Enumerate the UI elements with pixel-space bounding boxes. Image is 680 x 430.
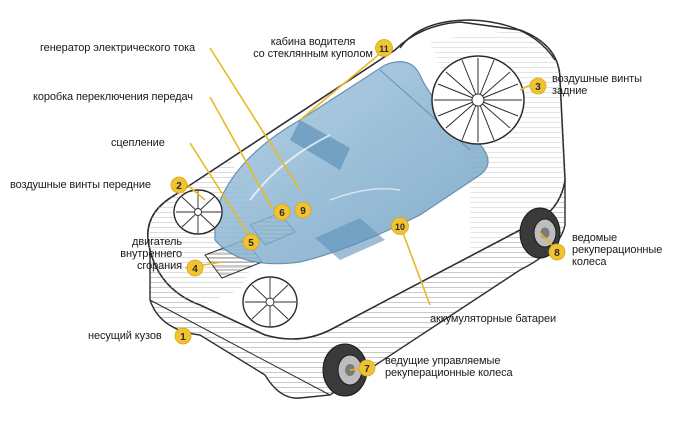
front-propeller-upper-icon — [173, 189, 223, 235]
rear-propeller-icon — [431, 55, 525, 145]
badge-6-number: 6 — [279, 208, 285, 219]
badge-9-number: 9 — [300, 206, 306, 217]
label-body: несущий кузов — [88, 330, 162, 342]
badge-5-number: 5 — [248, 238, 254, 249]
label-driving-wheels-line-1: ведущие управляемые — [385, 355, 501, 367]
badge-1: 1 — [174, 327, 192, 345]
label-engine-line-2: внутреннего — [120, 248, 182, 260]
badge-3: 3 — [529, 77, 547, 95]
badge-4: 4 — [186, 259, 204, 277]
label-cabin-line-1: кабина водителя — [270, 36, 356, 48]
badge-7: 7 — [358, 359, 376, 377]
label-engine-line-1: двигатель — [132, 236, 182, 248]
badge-2-number: 2 — [176, 181, 182, 192]
badge-10: 10 — [391, 217, 409, 235]
badge-8-number: 8 — [554, 248, 560, 259]
badge-11-number: 11 — [379, 44, 389, 54]
badge-6: 6 — [273, 203, 291, 221]
label-rear-propellers-line-1: воздушные винты — [552, 73, 642, 85]
label-driving-wheels: ведущие управляемые рекуперационные коле… — [385, 355, 513, 379]
label-cabin: кабина водителя со стеклянным куполом — [251, 36, 375, 60]
badge-9: 9 — [294, 201, 312, 219]
badge-7-number: 7 — [364, 364, 370, 375]
badge-8: 8 — [548, 243, 566, 261]
front-propeller-lower-icon — [242, 276, 298, 328]
badge-2: 2 — [170, 176, 188, 194]
label-clutch: сцепление — [111, 137, 165, 149]
label-driven-wheels-line-2: рекуперационные — [572, 244, 663, 256]
badge-10-number: 10 — [395, 222, 405, 232]
label-driven-wheels-line-1: ведомые — [572, 232, 618, 244]
leader-lines — [184, 47, 556, 371]
label-cabin-line-2: со стеклянным куполом — [253, 48, 373, 60]
label-generator: генератор электрического тока — [40, 42, 196, 54]
label-rear-propellers: воздушные винты задние — [552, 73, 642, 97]
badge-3-number: 3 — [535, 82, 541, 93]
label-engine-line-3: сгорания — [137, 260, 182, 272]
label-driven-wheels-line-3: колеса — [572, 256, 607, 268]
label-gearbox: коробка переключения передач — [33, 91, 193, 103]
badge-11: 11 — [375, 39, 393, 57]
badge-4-number: 4 — [192, 264, 198, 275]
badge-5: 5 — [242, 233, 260, 251]
label-front-propellers: воздушные винты передние — [10, 179, 151, 191]
label-driven-wheels: ведомые рекуперационные колеса — [572, 232, 662, 268]
label-driving-wheels-line-2: рекуперационные колеса — [385, 367, 513, 379]
label-batteries: аккумуляторные батареи — [430, 313, 557, 325]
label-engine: двигатель внутреннего сгорания — [98, 236, 182, 272]
label-rear-propellers-line-2: задние — [552, 85, 588, 97]
badge-1-number: 1 — [180, 332, 186, 343]
